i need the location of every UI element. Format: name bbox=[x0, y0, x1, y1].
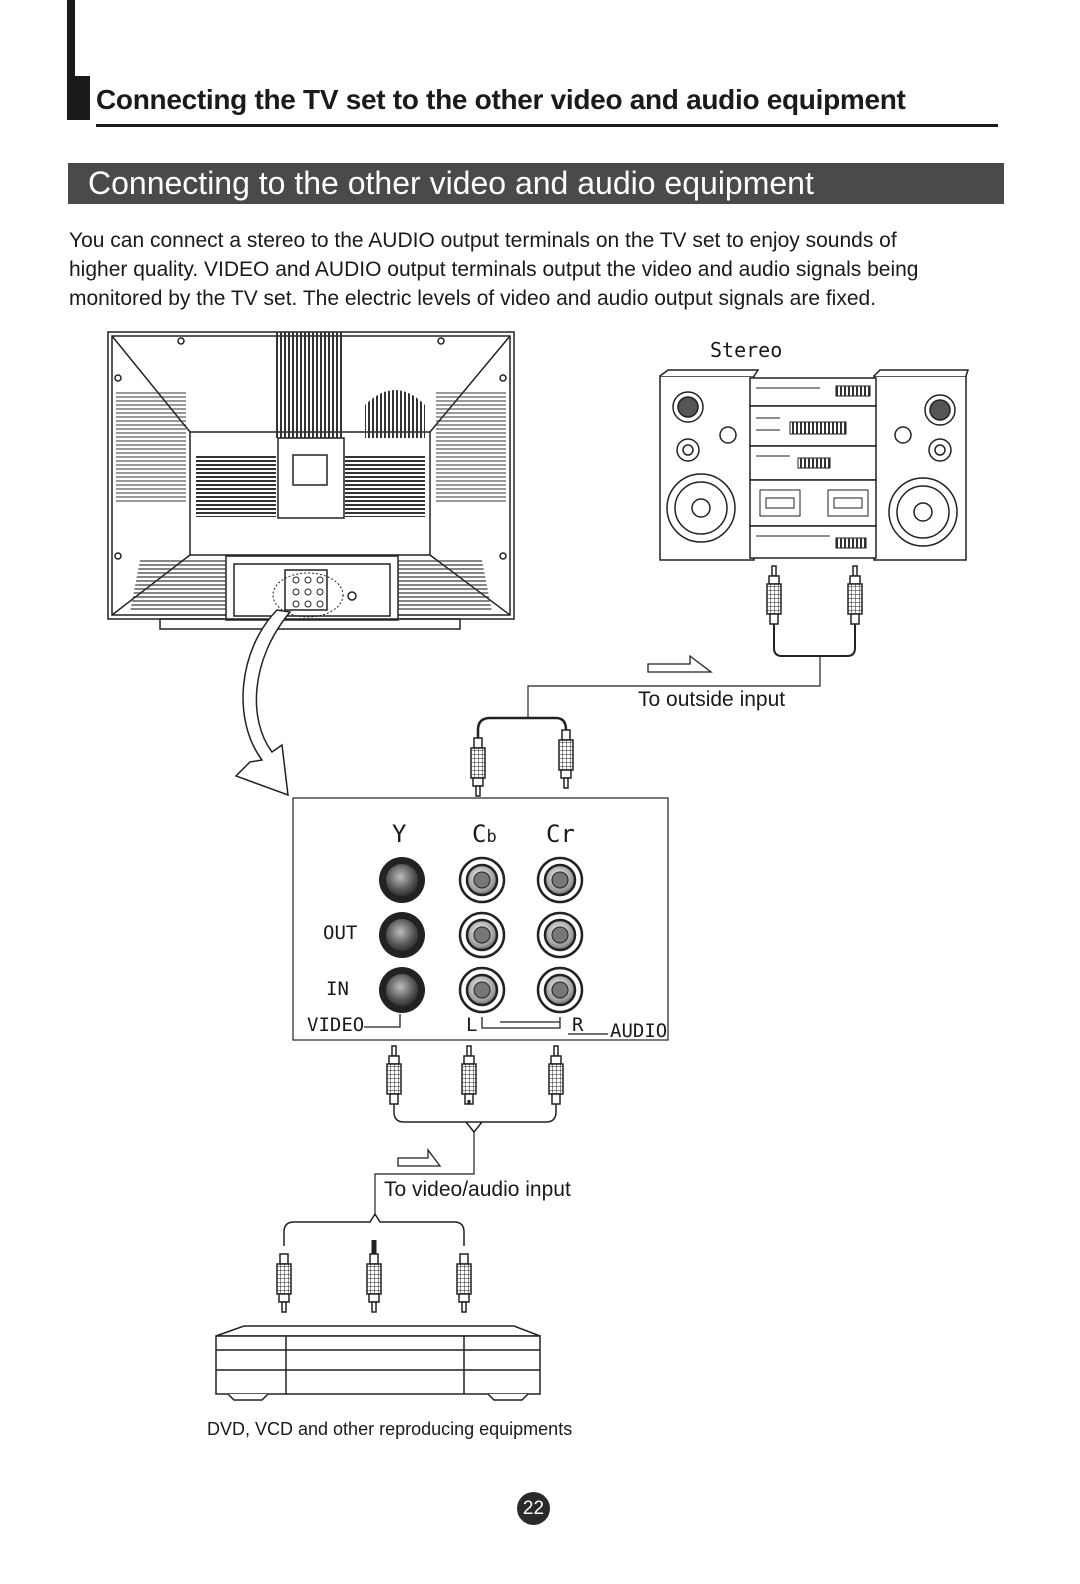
panel-audio-label: AUDIO bbox=[610, 1020, 668, 1042]
header-side-bar bbox=[67, 0, 75, 120]
intro-line: monitored by the TV set. The electric le… bbox=[69, 287, 877, 310]
panel-cb-label: Cb bbox=[472, 820, 497, 848]
panel-cb-sub: b bbox=[486, 827, 497, 847]
rca-plug-icon bbox=[386, 1045, 564, 1105]
panel-in-label: IN bbox=[326, 978, 349, 1000]
title-rule bbox=[96, 124, 998, 127]
panel-l-label: L bbox=[466, 1014, 478, 1036]
to-outside-input-label: To outside input bbox=[638, 688, 786, 711]
panel-y-label: Y bbox=[392, 820, 407, 848]
rca-plug-icon bbox=[766, 565, 863, 625]
to-video-audio-input-label: To video/audio input bbox=[384, 1178, 571, 1201]
intro-paragraph: You can connect a stereo to the AUDIO ou… bbox=[69, 226, 1009, 313]
zoom-arrow-icon bbox=[234, 609, 292, 797]
tv-rear-illustration bbox=[107, 331, 515, 630]
audio-jack bbox=[458, 856, 584, 1014]
dvd-player-illustration bbox=[215, 1325, 541, 1401]
page-number-badge: 22 bbox=[517, 1492, 550, 1525]
rca-plug-icon bbox=[276, 1253, 472, 1313]
stereo-label: Stereo bbox=[710, 338, 783, 362]
banner-title: Connecting to the other video and audio … bbox=[88, 165, 814, 201]
rca-plug-icon bbox=[470, 729, 574, 797]
section-title: Connecting the TV set to the other video… bbox=[96, 84, 906, 115]
stereo-system-illustration bbox=[659, 369, 970, 561]
arrow-right-icon bbox=[647, 654, 713, 673]
panel-cb-main: C bbox=[472, 820, 487, 848]
panel-out-label: OUT bbox=[323, 922, 358, 944]
video-jack bbox=[379, 857, 425, 1013]
banner: Connecting to the other video and audio … bbox=[68, 163, 1004, 204]
intro-line: You can connect a stereo to the AUDIO ou… bbox=[69, 229, 897, 252]
header-side-block bbox=[67, 76, 90, 120]
intro-line: higher quality. VIDEO and AUDIO output t… bbox=[69, 258, 919, 281]
arrow-right-icon bbox=[397, 1148, 442, 1167]
panel-r-label: R bbox=[572, 1014, 584, 1036]
dvd-caption: DVD, VCD and other reproducing equipment… bbox=[207, 1419, 573, 1439]
panel-cr-label: Cr bbox=[546, 820, 575, 848]
panel-video-label: VIDEO bbox=[307, 1014, 365, 1036]
